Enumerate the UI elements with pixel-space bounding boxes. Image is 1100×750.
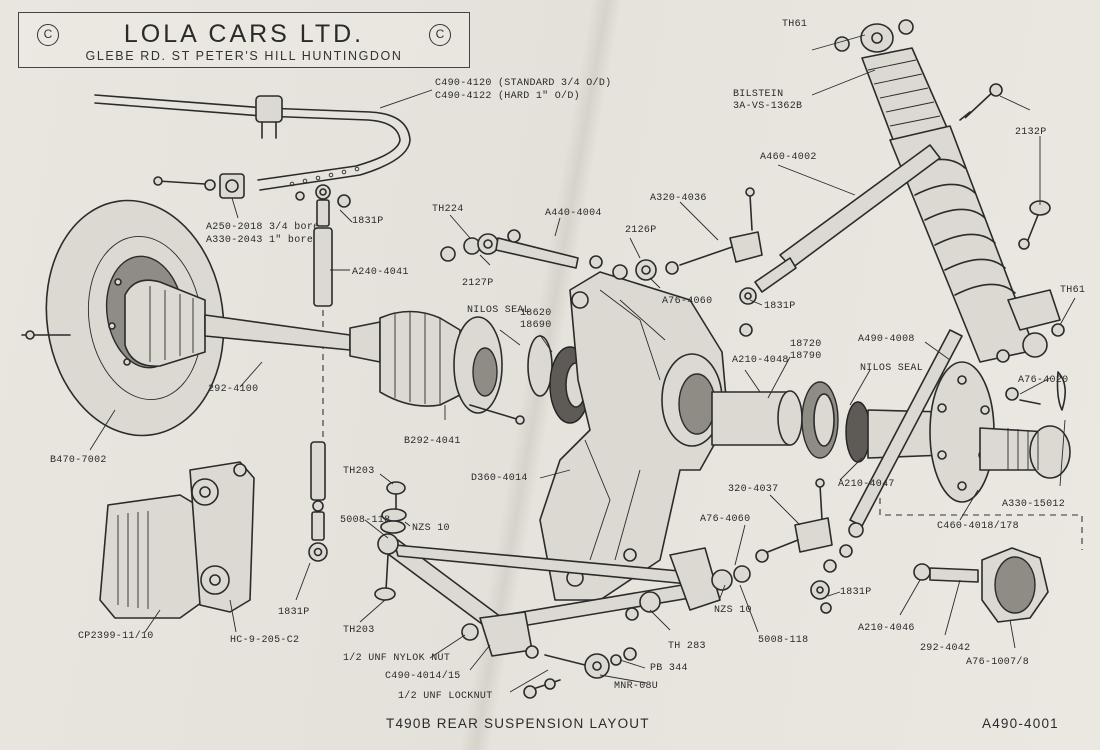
label-toe-link-rod-end: 2127P xyxy=(462,278,494,289)
copyright-mark-right: C xyxy=(429,24,451,46)
hub-nut xyxy=(913,547,1049,623)
company-name: LOLA CARS LTD. xyxy=(123,20,365,48)
label-pin-2132: 2132P xyxy=(1015,127,1047,138)
label-caliper-mount: HC-9-205-C2 xyxy=(230,635,299,646)
label-hub-spacer-b: A210-4047 xyxy=(838,479,895,490)
drawing-title: T490B REAR SUSPENSION LAYOUT xyxy=(386,716,650,731)
title-block: C C LOLA CARS LTD. GLEBE RD. ST PETER'S … xyxy=(18,12,470,68)
lower-radius-rod xyxy=(839,329,963,558)
label-washer-5008-right: 5008-118 xyxy=(758,635,808,646)
label-upright: D360-4014 xyxy=(471,473,528,484)
label-bolt-203-top: TH203 xyxy=(343,466,375,477)
label-rod-end-mid: 1831P xyxy=(764,301,796,312)
pin-2132 xyxy=(959,83,1003,121)
label-anti-roll-bar-standard: C490-4120 (STANDARD 3/4 O/D) xyxy=(435,77,611,89)
label-rod-end-2126: 2126P xyxy=(625,225,657,236)
label-cv-joint: B292-4041 xyxy=(404,436,461,447)
wishbone-bolt xyxy=(374,481,407,601)
label-damper: BILSTEIN xyxy=(733,89,783,100)
anti-roll-bar xyxy=(94,94,411,191)
company-address: GLEBE RD. ST PETER'S HILL HUNTINGDON xyxy=(85,49,403,63)
label-brake-disc: B470-7002 xyxy=(50,455,107,466)
label-radius-rod-lower: A490-4008 xyxy=(858,334,915,345)
label-bracket-4036: A320-4036 xyxy=(650,193,707,204)
label-spacer-4060-low: A76-4060 xyxy=(700,514,750,525)
damper xyxy=(834,19,1065,363)
label-rod-end-top: 1831P xyxy=(352,216,384,227)
label-bolt-203-low: TH203 xyxy=(343,625,375,636)
label-drop-link: A240-4041 xyxy=(352,267,409,278)
upright xyxy=(539,271,729,601)
brake-caliper xyxy=(99,461,255,619)
label-radius-rod: A460-4002 xyxy=(760,152,817,163)
label-pivot-block-b: A330-2043 1" bore xyxy=(206,234,313,246)
label-stub-4042: 292-4042 xyxy=(920,643,970,654)
rod-end-mnr xyxy=(523,647,637,699)
label-bearing-inner-a: 18620 xyxy=(520,308,552,319)
lower-bolt xyxy=(1005,200,1051,405)
label-hub-nut: A76-1007/8 xyxy=(966,656,1029,668)
label-bearing-outer-b: 18790 xyxy=(790,351,822,362)
copyright-mark-left: C xyxy=(37,24,59,46)
label-pivot-block-a: A250-2018 3/4 bore xyxy=(206,221,319,233)
label-hub: C460-4018/178 xyxy=(937,520,1019,532)
label-rod-end-mnr: MNR-08U xyxy=(614,681,658,692)
bracket-4036 xyxy=(679,187,763,266)
label-bracket-4037: 320-4037 xyxy=(728,484,778,495)
label-nut-nzs-left: NZS 10 xyxy=(412,523,450,534)
lower-wishbone xyxy=(377,533,721,659)
label-damper-code: 3A-VS-1362B xyxy=(733,101,802,112)
label-bolt-283: TH 283 xyxy=(668,641,706,652)
label-wishbone: C490-4014/15 xyxy=(385,670,461,682)
toe-link xyxy=(440,229,679,281)
label-damper-bolt-lower: TH61 xyxy=(1060,285,1085,296)
leader-lines xyxy=(89,34,1076,693)
label-washer-5008-left: 5008-118 xyxy=(340,515,390,526)
drawing-number: A490-4001 xyxy=(982,716,1059,731)
label-pin-344: PB 344 xyxy=(650,663,688,674)
label-drive-shaft: 292-4100 xyxy=(208,384,258,395)
label-spacer-4060-top: A76-4060 xyxy=(662,296,712,307)
label-nilos-seal-outer: NILOS SEAL xyxy=(860,363,923,374)
label-bearing-inner-b: 18690 xyxy=(520,320,552,331)
drop-link xyxy=(295,184,351,562)
label-toe-link-bolt: TH224 xyxy=(432,204,464,215)
label-caliper: CP2399-11/10 xyxy=(78,630,154,642)
label-toe-link: A440-4004 xyxy=(545,208,602,219)
label-hub-nut-ring: A330-15012 xyxy=(1002,499,1065,510)
bracket-4037 xyxy=(711,478,837,614)
label-rod-end-low-left: 1831P xyxy=(278,607,310,618)
label-rod-end-low-right: 1831P xyxy=(840,587,872,598)
label-bearing-outer-a: 18720 xyxy=(790,339,822,350)
label-nilos-seal-inner: NILOS SEAL xyxy=(467,305,530,316)
label-locknut: 1/2 UNF LOCKNUT xyxy=(398,690,493,702)
label-drive-peg: A210-4046 xyxy=(858,623,915,634)
pivot-block xyxy=(153,173,245,199)
label-spacer-4020: A76-4020 xyxy=(1018,375,1068,386)
label-nylok-nut: 1/2 UNF NYLOK NUT xyxy=(343,652,450,664)
hub-assembly xyxy=(711,361,1083,550)
drive-shaft xyxy=(124,279,525,425)
label-anti-roll-bar-hard: C490-4122 (HARD 1" O/D) xyxy=(435,90,580,102)
split-pin xyxy=(1056,371,1066,411)
label-damper-bolt-top: TH61 xyxy=(782,19,807,30)
label-hub-spacer: A210-4048 xyxy=(732,355,789,366)
radius-rod xyxy=(739,144,941,337)
part-labels: C490-4120 (STANDARD 3/4 O/D) C490-4122 (… xyxy=(50,19,1085,702)
label-nut-nzs-right: NZS 10 xyxy=(714,605,752,616)
